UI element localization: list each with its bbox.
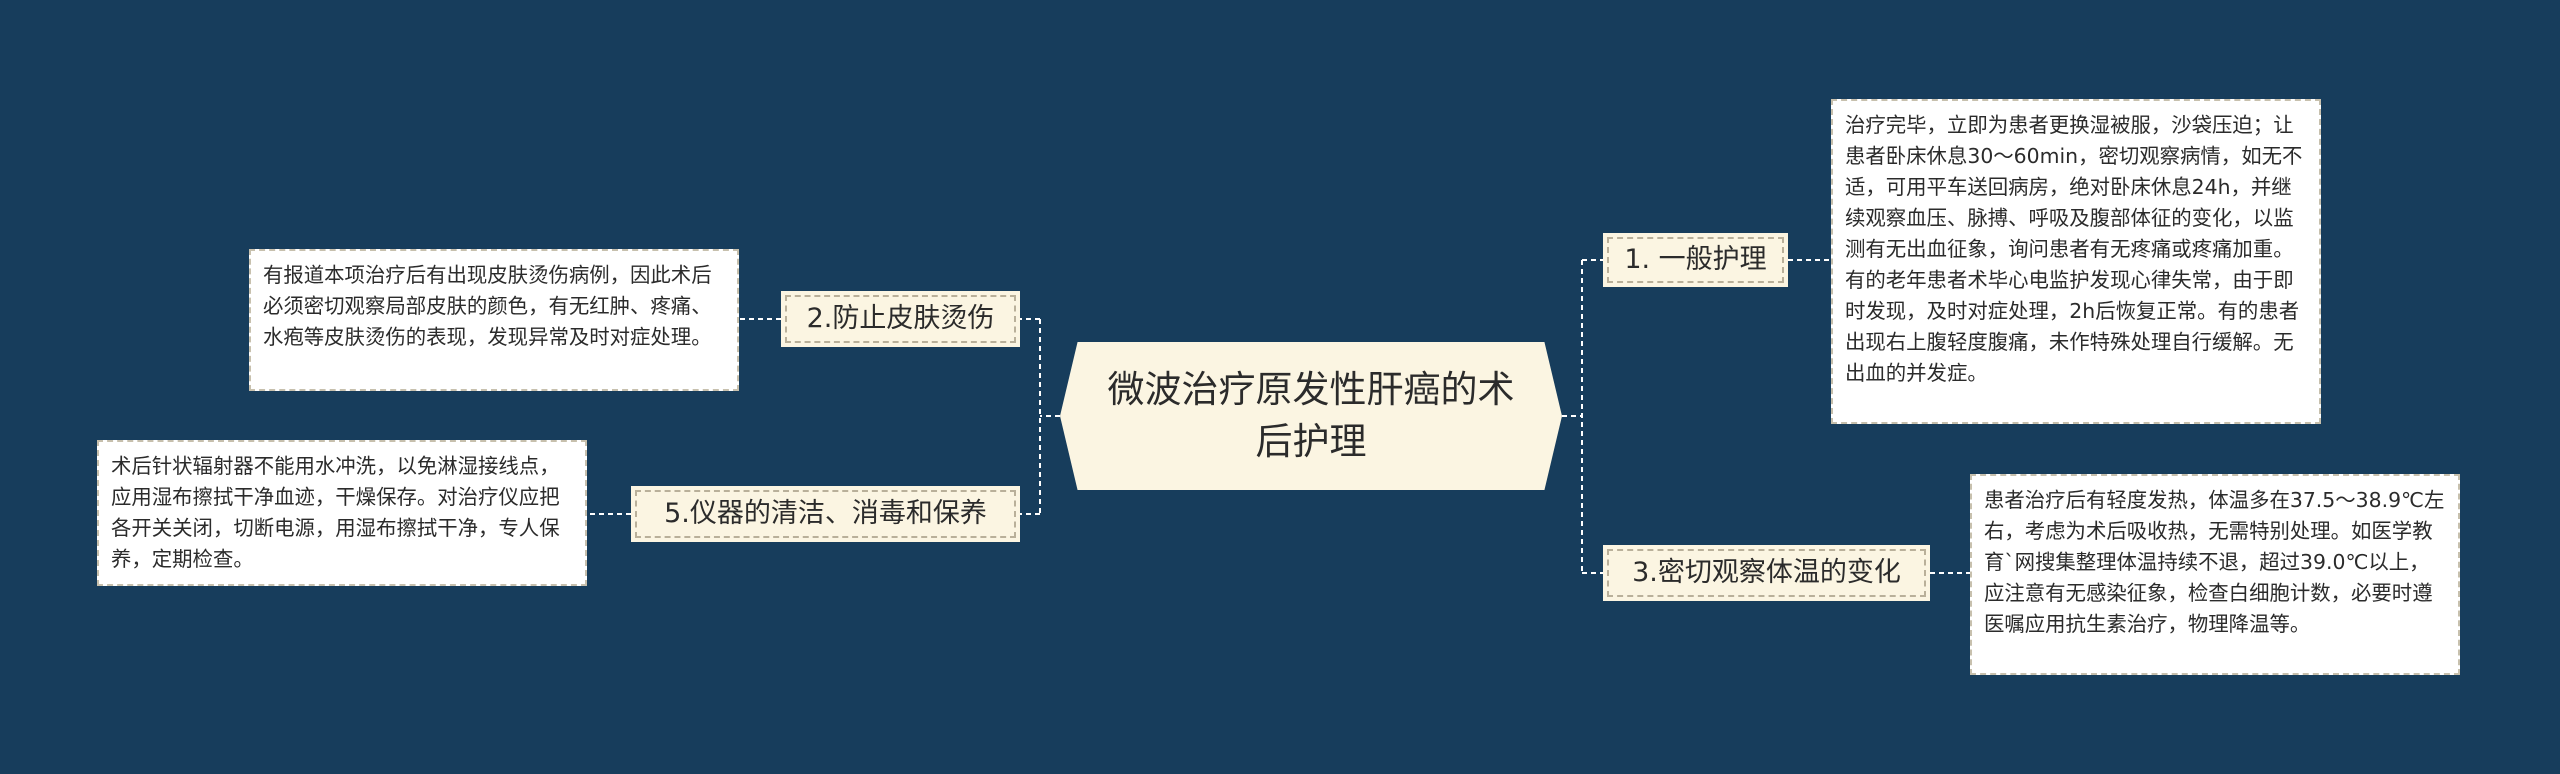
branch-instrument-care[interactable]: 5.仪器的清洁、消毒和保养 [631, 486, 1020, 542]
branch-general-care[interactable]: 1. 一般护理 [1603, 233, 1788, 287]
note-skin-burn: 有报道本项治疗后有出现皮肤烫伤病例，因此术后必须密切观察局部皮肤的颜色，有无红肿… [249, 249, 739, 391]
branch-temperature[interactable]: 3.密切观察体温的变化 [1603, 545, 1930, 601]
branch-instrument-care-label: 5.仪器的清洁、消毒和保养 [664, 498, 987, 529]
note-instrument-care: 术后针状辐射器不能用水冲洗，以免淋湿接线点，应用湿布擦拭干净血迹，干燥保存。对治… [97, 440, 587, 586]
note-general-care: 治疗完毕，立即为患者更换湿被服，沙袋压迫；让患者卧床休息30～60min，密切观… [1831, 99, 2321, 424]
branch-general-care-label: 1. 一般护理 [1624, 244, 1767, 275]
branch-skin-burn[interactable]: 2.防止皮肤烫伤 [781, 291, 1020, 347]
branch-temperature-label: 3.密切观察体温的变化 [1632, 557, 1901, 588]
root-node[interactable]: 微波治疗原发性肝癌的术后护理 [1060, 342, 1562, 490]
branch-skin-burn-label: 2.防止皮肤烫伤 [806, 303, 995, 334]
note-temperature: 患者治疗后有轻度发热，体温多在37.5～38.9℃左右，考虑为术后吸收热，无需特… [1970, 474, 2460, 675]
root-title: 微波治疗原发性肝癌的术后护理 [1107, 368, 1515, 463]
